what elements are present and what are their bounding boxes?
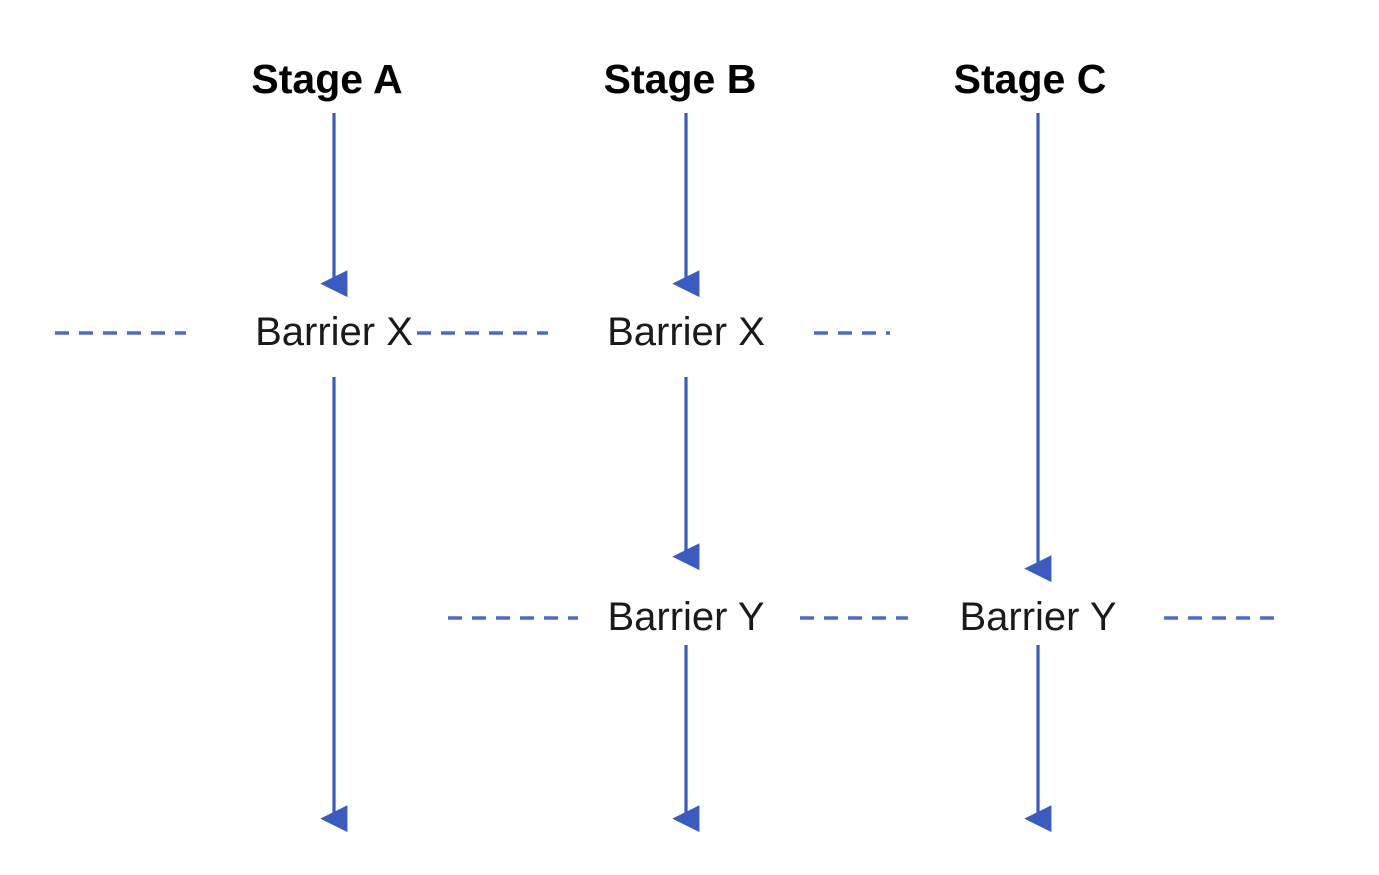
barrier-label-barrier-x-b: Barrier X (607, 310, 765, 354)
arrow-layer (320, 113, 1052, 833)
stage-header-a: Stage A (251, 56, 402, 102)
stage-header-layer: Stage A Stage B Stage C (251, 56, 1106, 102)
barrier-label-layer: Barrier X Barrier X Barrier Y Barrier Y (255, 310, 1116, 639)
barrier-label-barrier-y-b: Barrier Y (607, 595, 764, 639)
barrier-dash-layer (55, 331, 1283, 620)
stage-header-c: Stage C (954, 56, 1107, 102)
stage-header-b: Stage B (604, 56, 757, 102)
barrier-label-barrier-y-c: Barrier Y (959, 595, 1116, 639)
barrier-label-barrier-x-a: Barrier X (255, 310, 413, 354)
